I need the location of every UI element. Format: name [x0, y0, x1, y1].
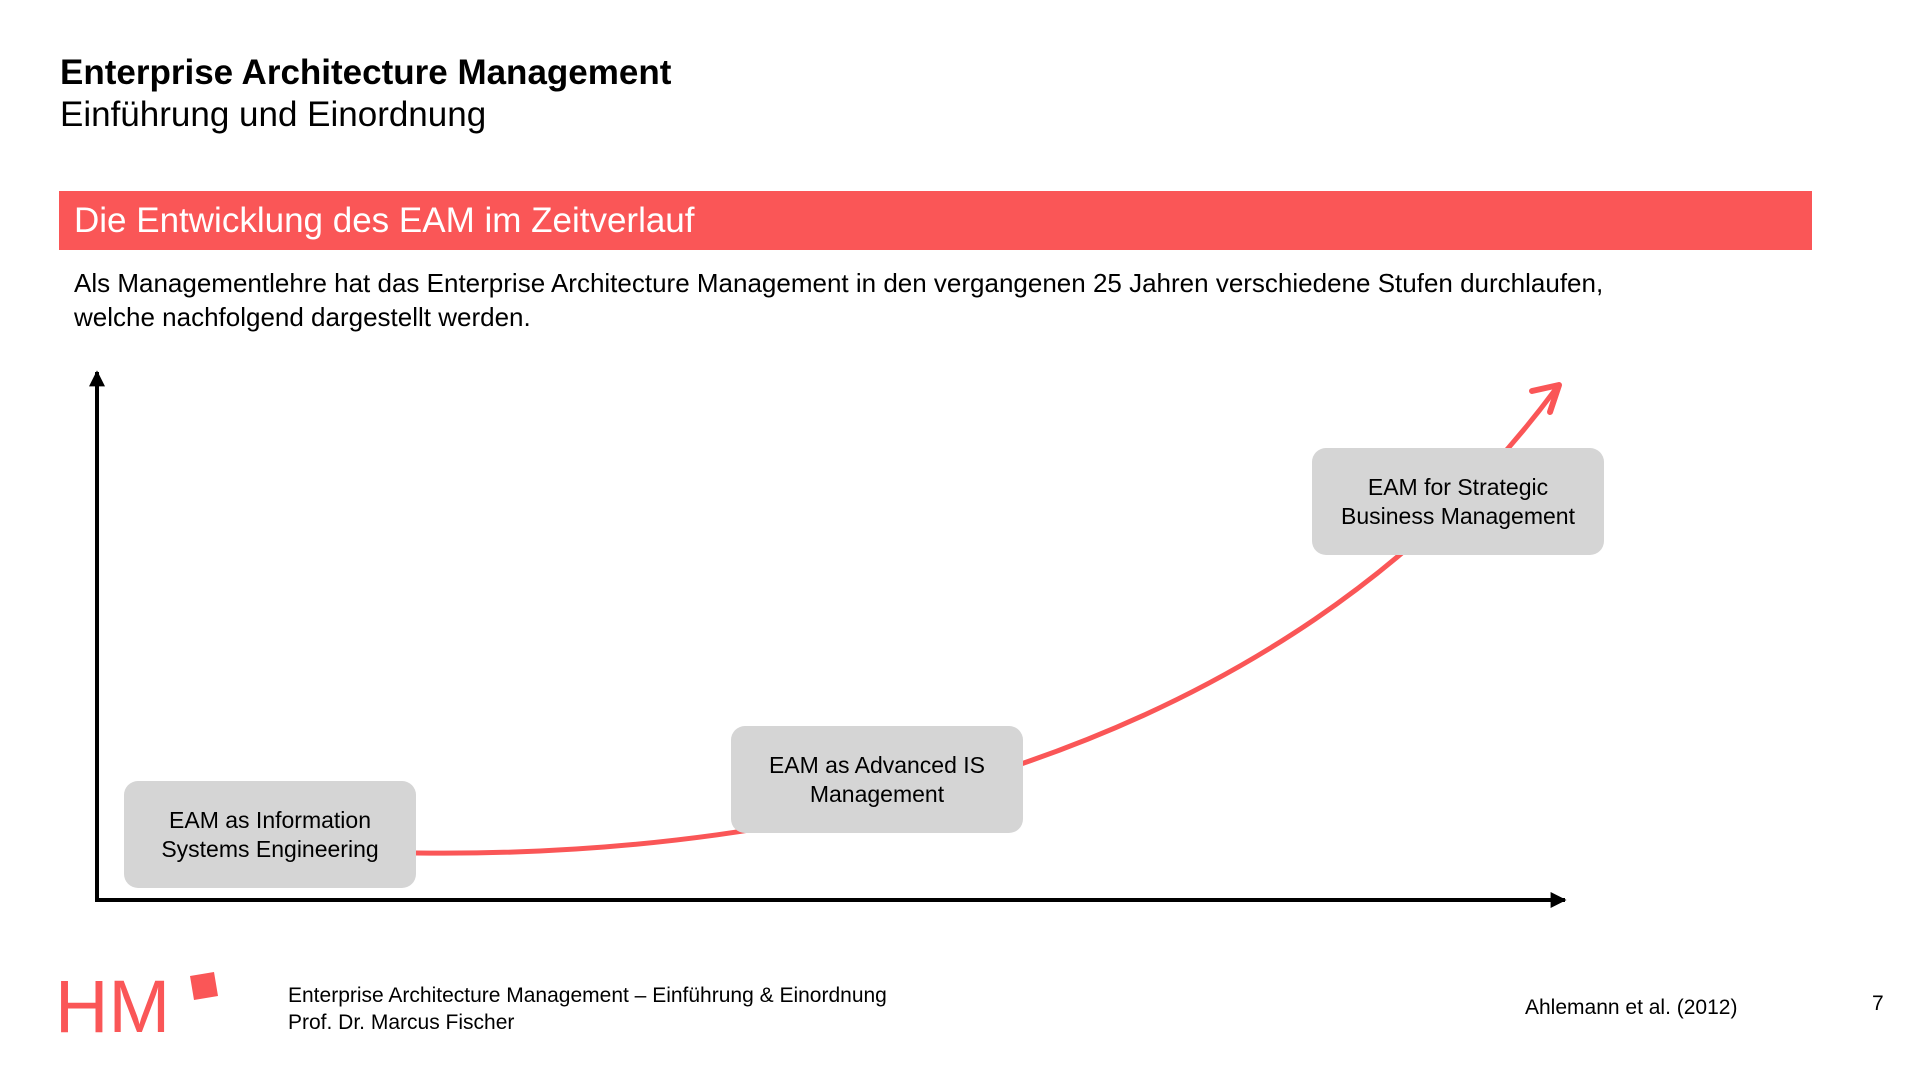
slide-subtitle: Einführung und Einordnung — [60, 95, 487, 134]
stage-2-line-1: EAM as Advanced IS — [768, 751, 986, 778]
stage-2-line-2: Management — [809, 780, 945, 807]
stage-1-line-1: EAM as Information — [169, 806, 371, 833]
hm-logo: HM — [55, 970, 218, 1040]
stage-box-advanced-is-management: EAM as Advanced IS Management — [731, 726, 1023, 833]
footer-course-title: Enterprise Architecture Management – Ein… — [288, 984, 887, 1007]
intro-line-2: welche nachfolgend dargestellt werden. — [74, 302, 531, 332]
stage-box-information-systems-engineering: EAM as Information Systems Engineering — [124, 781, 416, 888]
stage-1-line-2: Systems Engineering — [161, 835, 379, 862]
footer-source: Ahlemann et al. (2012) — [1525, 996, 1738, 1019]
section-banner: Die Entwicklung des EAM im Zeitverlauf — [59, 191, 1812, 250]
hm-logo-text: HM — [55, 970, 170, 1040]
page-number: 7 — [1872, 992, 1884, 1015]
slide-title: Enterprise Architecture Management — [60, 53, 672, 92]
stage-3-line-2: Business Management — [1341, 502, 1575, 529]
hm-logo-square — [190, 972, 218, 1000]
growth-arrow-head — [1529, 382, 1562, 415]
stage-box-strategic-business-management: EAM for Strategic Business Management — [1312, 448, 1604, 555]
intro-text: Als Managementlehre hat das Enterprise A… — [74, 266, 1794, 334]
stage-3-line-1: EAM for Strategic — [1367, 473, 1549, 500]
section-title: Die Entwicklung des EAM im Zeitverlauf — [74, 201, 695, 240]
footer-author: Prof. Dr. Marcus Fischer — [288, 1011, 515, 1034]
intro-line-1: Als Managementlehre hat das Enterprise A… — [74, 268, 1604, 298]
